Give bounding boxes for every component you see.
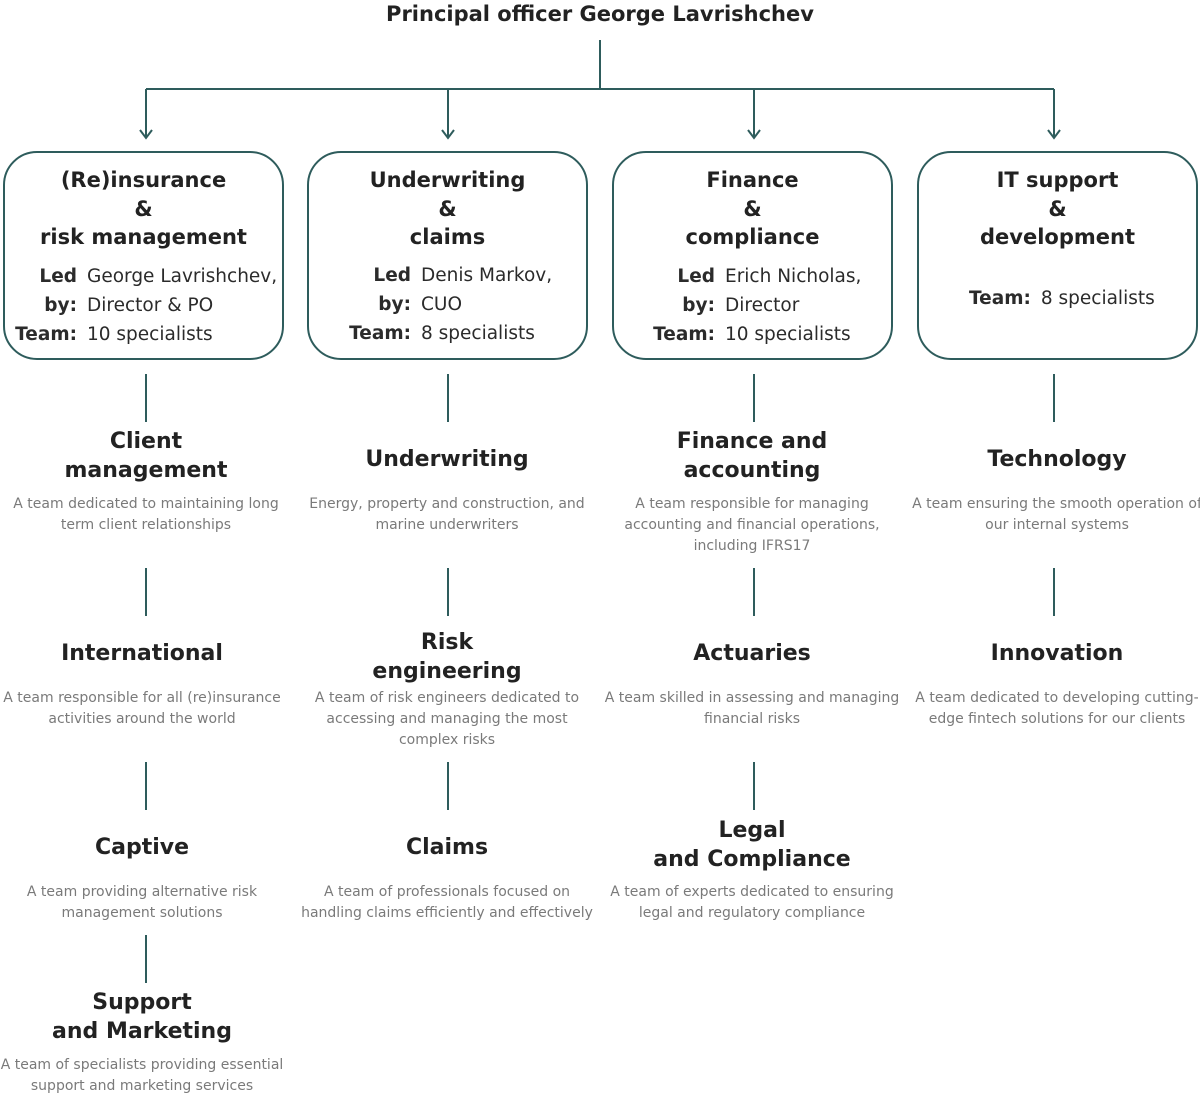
- department-box-underwriting: Underwriting & claims Led by: Denis Marko…: [307, 151, 588, 360]
- team-description: A team ensuring the smooth operation of …: [912, 496, 1200, 533]
- team-description: Energy, property and construction, and m…: [309, 496, 585, 533]
- team-description: A team dedicated to developing cutting- …: [915, 690, 1199, 727]
- team-name: Captive: [94, 835, 190, 860]
- team-description: A team of specialists providing essentia…: [0, 1057, 284, 1094]
- department-name: Finance & compliance: [685, 168, 820, 249]
- team-name: International: [61, 641, 223, 666]
- department-info: Led by: George Lavrishchev, Director & PO…: [11, 262, 277, 349]
- team-description: A team dedicated to maintaining long ter…: [13, 496, 279, 533]
- arrowhead-4: [1047, 129, 1061, 140]
- team-size-value: 8 specialists: [1040, 288, 1155, 309]
- team-name: Finance and accounting: [676, 429, 828, 483]
- department-name: IT support & development: [980, 168, 1135, 249]
- department-box-reinsurance: (Re)insurance & risk management Led by: G…: [3, 151, 284, 360]
- team-name: Risk engineering: [372, 630, 522, 684]
- team-name: Legal and Compliance: [653, 818, 851, 872]
- led-by-label: Led by:: [677, 266, 715, 316]
- team-label: Team:: [15, 324, 77, 345]
- team-size-value: 10 specialists: [87, 324, 213, 345]
- department-info: Team: 8 specialists: [969, 284, 1155, 313]
- team-description: A team responsible for managing accounti…: [624, 496, 880, 554]
- department-box-finance: Finance & compliance Led by: Erich Nichol…: [612, 151, 893, 360]
- team-name: Claims: [405, 835, 489, 860]
- led-by-label: Led by:: [39, 266, 77, 316]
- team-description: A team skilled in assessing and managing…: [604, 690, 900, 727]
- team-size-value: 10 specialists: [725, 324, 851, 345]
- department-info: Led by: Denis Markov, CUO Team: 8 speciali…: [345, 261, 552, 348]
- team-name: Support and Marketing: [52, 990, 232, 1044]
- arrowhead-2: [441, 129, 455, 140]
- principal-officer-title: Principal officer George Lavrishchev: [386, 2, 814, 26]
- team-label: Team:: [969, 288, 1031, 309]
- department-box-it-support: IT support & development Team: 8 speciali…: [917, 151, 1198, 360]
- team-description: A team of risk engineers dedicated to ac…: [314, 690, 580, 748]
- led-by-value: Denis Markov, CUO: [421, 265, 553, 315]
- led-by-label: Led by:: [373, 265, 411, 315]
- team-name: Underwriting: [365, 447, 529, 472]
- arrowhead-3: [747, 129, 761, 140]
- department-name: (Re)insurance & risk management: [40, 168, 247, 249]
- team-description: A team responsible for all (re)insurance…: [3, 690, 281, 727]
- department-name: Underwriting & claims: [369, 168, 526, 249]
- team-label: Team:: [349, 323, 411, 344]
- team-size-value: 8 specialists: [421, 323, 535, 344]
- team-name: Technology: [987, 447, 1127, 472]
- led-by-value: George Lavrishchev, Director & PO: [87, 266, 278, 316]
- team-name: Innovation: [990, 641, 1124, 666]
- team-label: Team:: [653, 324, 715, 345]
- arrowhead-1: [139, 129, 153, 140]
- team-description: A team of experts dedicated to ensuring …: [610, 884, 894, 921]
- department-info: Led by: Erich Nicholas, Director Team: 10 …: [649, 262, 861, 349]
- team-description: A team providing alternative risk manage…: [26, 884, 258, 921]
- team-name: Actuaries: [693, 641, 811, 666]
- led-by-value: Erich Nicholas, Director: [725, 266, 862, 316]
- team-description: A team of professionals focused on handl…: [301, 884, 593, 921]
- team-name: Client management: [64, 429, 228, 483]
